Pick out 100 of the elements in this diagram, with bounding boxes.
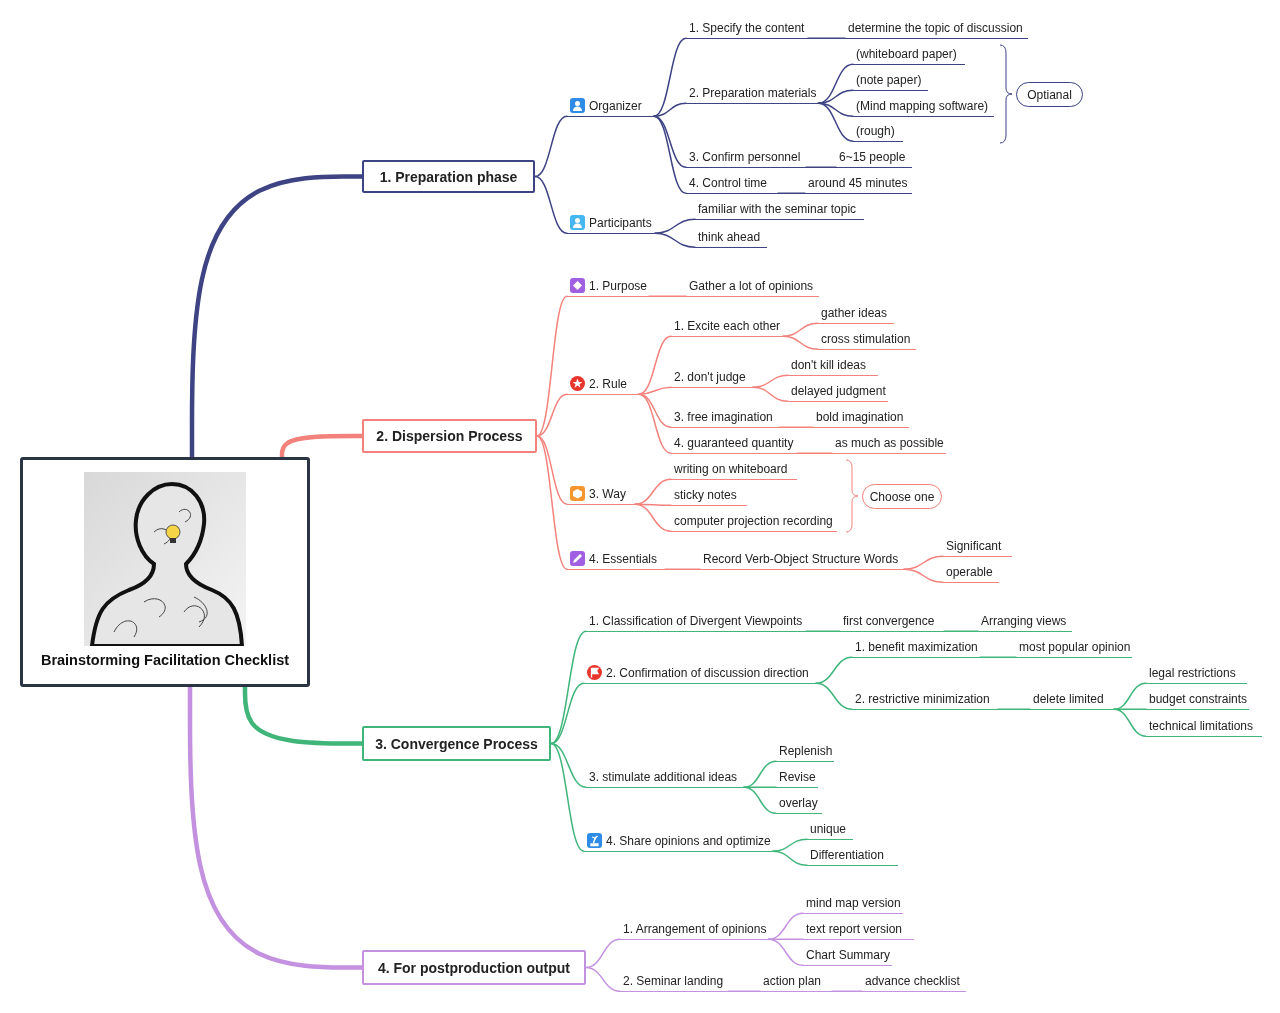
branch-connector: [634, 503, 672, 532]
branch-connector: [772, 838, 808, 852]
topic-text: unique: [810, 822, 847, 836]
topic-text: action plan: [763, 974, 822, 988]
branch-connector: [796, 452, 833, 454]
topic-text: 1. benefit maximization: [855, 640, 978, 654]
branch-connector: [807, 37, 846, 39]
branch-connector: [782, 322, 819, 337]
branch-connector: [653, 115, 687, 194]
branch-connector: [815, 682, 853, 710]
topic-text: cross stimulation: [821, 332, 911, 346]
topic-text: technical limitations: [1149, 719, 1254, 733]
topic-text: Significant: [946, 539, 1002, 553]
central-topic-card: [20, 457, 310, 687]
branch-connector: [585, 938, 621, 969]
branch-connector: [903, 568, 944, 583]
branch-topic: [567, 483, 635, 505]
topic-text: 4. guaranteed quantity: [674, 436, 794, 450]
summary-bubble: Choose one: [862, 484, 942, 509]
topic-text: advance checklist: [865, 974, 960, 988]
topic-text: delete limited: [1033, 692, 1104, 706]
topic-text: operable: [946, 565, 993, 579]
topic-text: 1. Purpose: [589, 279, 648, 293]
topic-text: legal restrictions: [1149, 666, 1236, 680]
branch-connector: [550, 742, 587, 788]
branch-connector: [805, 630, 841, 632]
topic-text: (Mind mapping software): [856, 99, 989, 113]
branch-connector: [550, 682, 585, 745]
branch-connector: [979, 656, 1017, 658]
topic-text: 2. don't judge: [674, 370, 746, 384]
branch-connector: [772, 850, 808, 866]
branch-topic: [567, 95, 654, 117]
branch-connector: [778, 426, 814, 428]
branch-connector: [831, 990, 863, 992]
branch-topic: [584, 830, 773, 852]
branch-connector: [817, 102, 854, 142]
topic-text: 3. Way: [589, 487, 626, 501]
central-topic-text: Brainstorming Facilitation Checklist: [40, 652, 290, 668]
topic-text: Revise: [779, 770, 816, 784]
topic-text: 3. stimulate additional ideas: [589, 770, 738, 784]
branch-connector: [536, 393, 568, 437]
topic-text: 1. Classification of Divergent Viewpoints: [589, 614, 803, 628]
topic-text: 1. Excite each other: [674, 319, 781, 333]
main-topic-box: 1. Preparation phase: [362, 160, 535, 193]
branch-connector: [782, 335, 819, 350]
topic-text: 1. Arrangement of opinions: [623, 922, 767, 936]
branch-connector: [805, 166, 837, 168]
branch-connector: [653, 102, 687, 117]
topic-text: writing on whiteboard: [674, 462, 788, 476]
branch-connector: [585, 966, 621, 992]
topic-text: 3. free imagination: [674, 410, 773, 424]
topic-text: familiar with the seminar topic: [698, 202, 857, 216]
branch-connector: [550, 742, 585, 852]
branch-connector: [1113, 682, 1147, 710]
topic-text: (note paper): [856, 73, 922, 87]
main-topic-box: 2. Dispersion Process: [362, 419, 537, 453]
topic-text: Record Verb-Object Structure Words: [703, 552, 899, 566]
topic-text: Chart Summary: [806, 948, 891, 962]
branch-connector: [903, 555, 944, 570]
topic-text: bold imagination: [816, 410, 904, 424]
branch-connector: [534, 175, 568, 234]
branch-connector: [654, 218, 696, 234]
topic-text: Gather a lot of opinions: [689, 279, 814, 293]
branch-connector: [638, 386, 672, 395]
branch-connector: [743, 786, 777, 814]
topic-text: Replenish: [779, 744, 833, 758]
branch-connector: [997, 708, 1031, 710]
topic-text: overlay: [779, 796, 818, 810]
branch-connector: [817, 89, 854, 104]
topic-text: delayed judgment: [791, 384, 886, 398]
topic-text: first convergence: [843, 614, 935, 628]
topic-text: Arranging views: [981, 614, 1067, 628]
branch-connector: [654, 232, 696, 248]
branch-connector: [767, 912, 804, 940]
branch-connector: [648, 295, 687, 297]
topic-text: 3. Confirm personnel: [689, 150, 801, 164]
branch-topic: [584, 662, 816, 684]
topic-text: don't kill ideas: [791, 358, 866, 372]
topic-text: 1. Specify the content: [689, 21, 805, 35]
main-topic-box: 4. For postproduction output: [362, 950, 586, 985]
branch-connector: [727, 990, 761, 992]
main-topic-box: 3. Convergence Process: [362, 726, 551, 761]
branch-connector: [815, 656, 853, 684]
branch-connector: [536, 435, 568, 570]
topic-text: around 45 minutes: [808, 176, 908, 190]
topic-text: Participants: [589, 216, 652, 230]
branch-connector: [752, 386, 789, 402]
branch-connector: [767, 938, 804, 966]
branch-topic: [567, 548, 665, 570]
topic-text: mind map version: [806, 896, 901, 910]
branch-connector: [1113, 708, 1147, 737]
topic-text: think ahead: [698, 230, 761, 244]
branch-connector: [534, 115, 568, 178]
branch-connector: [943, 630, 979, 632]
topic-text: 2. Preparation materials: [689, 86, 817, 100]
topic-text: as much as possible: [835, 436, 944, 450]
topic-text: (whiteboard paper): [856, 47, 957, 61]
branch-connector: [752, 374, 789, 388]
topic-text: sticky notes: [674, 488, 737, 502]
branch-connector: [536, 295, 568, 437]
